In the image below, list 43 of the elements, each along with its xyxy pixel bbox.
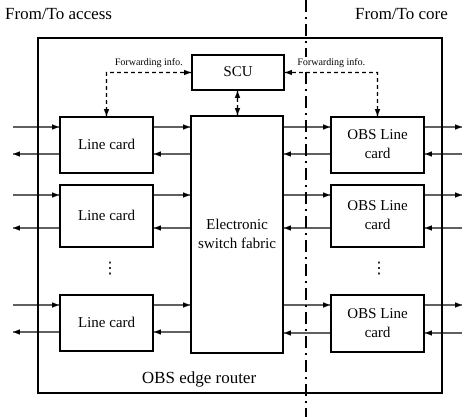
arrow: [13, 225, 59, 231]
arrow: [13, 151, 59, 157]
arrow: [154, 302, 190, 308]
line-card-box: Line card: [59, 184, 154, 248]
arrow: [13, 192, 59, 198]
control-unit-box: SCU: [191, 54, 285, 91]
line-card-box: Line card: [59, 294, 154, 352]
arrow: [284, 302, 330, 308]
arrow: [13, 329, 59, 335]
arrow: [154, 151, 190, 157]
arrow: [154, 124, 190, 130]
switch-fabric-box: Electronic switch fabric: [190, 115, 284, 354]
arrow: [425, 302, 462, 308]
arrow: [284, 330, 330, 336]
ellipsis-mark: ⋮: [102, 258, 118, 277]
arrow: [284, 124, 330, 130]
arrow: [425, 330, 462, 336]
arrow: [284, 192, 330, 198]
line-card-box: Line card: [59, 116, 154, 174]
line-card-box: OBS Line card: [330, 184, 425, 248]
arrow: [154, 329, 190, 335]
line-card-box: OBS Line card: [330, 116, 425, 174]
arrow: [13, 302, 59, 308]
dashed-arrow: [234, 91, 240, 115]
arrow: [284, 225, 330, 231]
side-heading: From/To access: [5, 4, 112, 24]
dashed-arrow: [285, 70, 380, 116]
edge-label: Forwarding info.: [296, 56, 366, 68]
side-heading: From/To core: [355, 4, 448, 24]
router-title: OBS edge router: [142, 368, 256, 387]
line-card-box: OBS Line card: [330, 294, 425, 353]
arrow: [425, 225, 462, 231]
arrow: [284, 151, 330, 157]
dashed-arrow: [104, 70, 191, 116]
arrow: [425, 124, 462, 130]
router-box: [37, 37, 443, 394]
arrow: [13, 124, 59, 130]
arrow: [154, 225, 190, 231]
ellipsis-mark: ⋮: [371, 258, 387, 277]
edge-label: Forwarding info.: [114, 56, 184, 68]
arrow: [425, 151, 462, 157]
arrow: [154, 192, 190, 198]
arrow: [425, 192, 462, 198]
